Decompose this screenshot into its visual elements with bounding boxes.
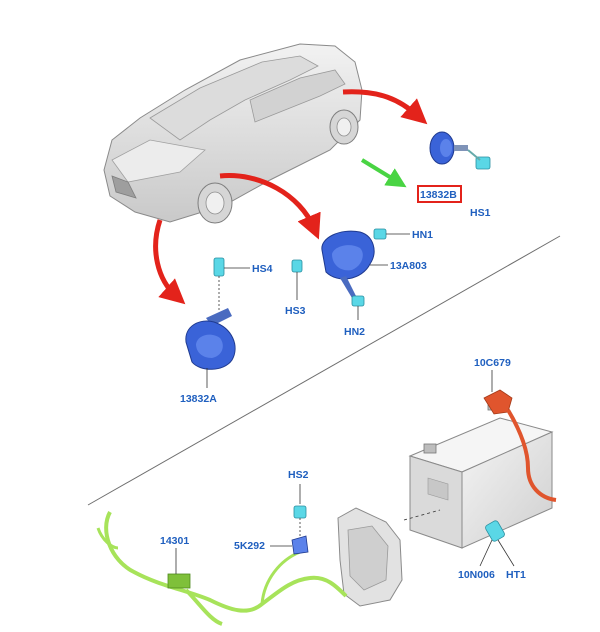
clip-HS4 [213, 257, 250, 310]
clip-HS1 [467, 149, 491, 170]
vehicle-illustration [103, 43, 363, 224]
bracket-5K292 [270, 535, 309, 555]
clip-HN1 [373, 228, 410, 240]
clip-HS3 [291, 259, 303, 300]
label-HT1: HT1 [506, 569, 526, 581]
arrow-to-13A803 [219, 173, 321, 240]
clip-HN2 [351, 295, 365, 320]
sensor-10N006 [479, 520, 515, 567]
label-10N006: 10N006 [458, 569, 495, 581]
label-HS1: HS1 [470, 207, 491, 219]
highlight-box-13832B [417, 185, 462, 203]
green-pointer-arrow [360, 158, 407, 188]
horn-13832B [429, 131, 468, 165]
label-13832A: 13832A [180, 393, 217, 405]
label-13832B: 13832B [420, 189, 457, 201]
battery-bracket [337, 507, 403, 607]
arrow-to-13832B [342, 89, 428, 125]
arrow-to-13832A [153, 219, 186, 305]
battery-cable-10C679 [483, 370, 557, 502]
section-divider [87, 235, 561, 506]
label-10C679: 10C679 [474, 357, 511, 369]
dashed-leader-battery [403, 509, 441, 521]
clip-HS2 [293, 484, 307, 538]
label-13A803: 13A803 [390, 260, 427, 272]
label-HS3: HS3 [285, 305, 306, 317]
horn-13A803 [321, 230, 375, 298]
label-14301: 14301 [160, 535, 189, 547]
label-HN2: HN2 [344, 326, 365, 338]
label-HS2: HS2 [288, 469, 309, 481]
horn-13832A [185, 308, 236, 388]
label-HS4: HS4 [252, 263, 273, 275]
wiring-harness-14301 [96, 511, 348, 626]
battery [408, 399, 554, 549]
label-5K292: 5K292 [234, 540, 265, 552]
label-HN1: HN1 [412, 229, 433, 241]
